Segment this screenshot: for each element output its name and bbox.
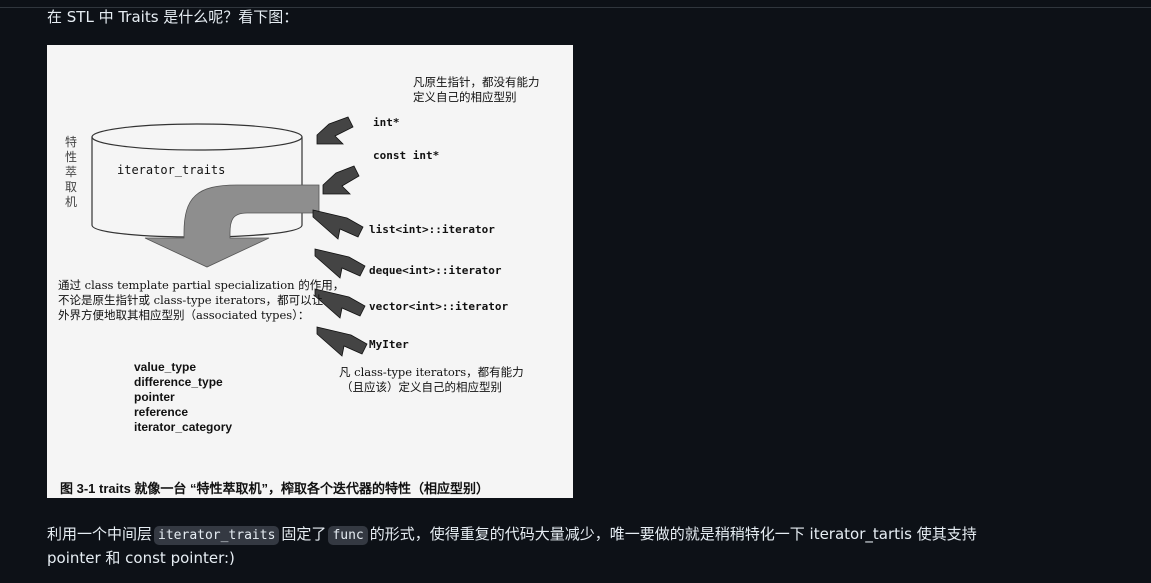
type-iterator-category: iterator_category	[134, 420, 233, 434]
code-iterator-traits: iterator_traits	[154, 526, 280, 545]
bent-arrow-shape	[144, 184, 320, 268]
figure-caption: 图 3-1 traits 就像一台 “特性萃取机”，榨取各个迭代器的特性（相应型…	[60, 481, 490, 496]
input-const-int-pointer: const int*	[373, 149, 440, 162]
raw-pointer-note-line1: 凡原生指针，都没有能力	[413, 75, 540, 89]
iterator-traits-label: iterator_traits	[117, 163, 226, 177]
type-value-type: value_type	[134, 360, 197, 374]
intro-paragraph: 在 STL 中 Traits 是什么呢？看下图：	[47, 8, 299, 26]
type-pointer: pointer	[134, 390, 175, 404]
input-myiter: MyIter	[369, 338, 409, 351]
raw-pointer-note-line2: 定义自己的相应型别	[413, 90, 517, 104]
figure-drawing	[91, 116, 368, 357]
specialization-note-line1: 通过 class template partial specialization…	[58, 278, 345, 292]
code-func: func	[328, 526, 368, 545]
traits-figure: 凡原生指针，都没有能力 定义自己的相应型别 特性萃取机 iterator_tra…	[47, 45, 573, 498]
summary-text-after: 的形式，使得重复的代码大量减少，唯一要做的就是稍稍特化一下 iterator_t…	[369, 525, 977, 543]
specialization-note-line3: 外界方便地取其相应型别（associated types）：	[58, 308, 310, 322]
specialization-note-line2: 不论是原生指针或 class-type iterators，都可以让	[58, 293, 324, 307]
class-type-note-line1: 凡 class-type iterators，都有能力	[339, 365, 524, 379]
top-divider	[0, 7, 1151, 8]
input-list-iterator: list<int>::iterator	[369, 223, 495, 236]
type-reference: reference	[134, 405, 189, 419]
class-type-note-line2: （且应该）定义自己的相应型别	[341, 380, 502, 394]
input-vector-iterator: vector<int>::iterator	[369, 300, 509, 313]
summary-paragraph-line2: pointer 和 const pointer:)	[47, 549, 235, 567]
side-label-vertical: 特性萃取机	[64, 135, 77, 209]
input-deque-iterator: deque<int>::iterator	[369, 264, 502, 277]
summary-text-middle: 固定了	[281, 525, 327, 543]
summary-text-before: 利用一个中间层	[47, 525, 153, 543]
type-difference-type: difference_type	[134, 375, 223, 389]
input-arrows	[312, 116, 368, 357]
input-int-pointer: int*	[373, 116, 400, 129]
